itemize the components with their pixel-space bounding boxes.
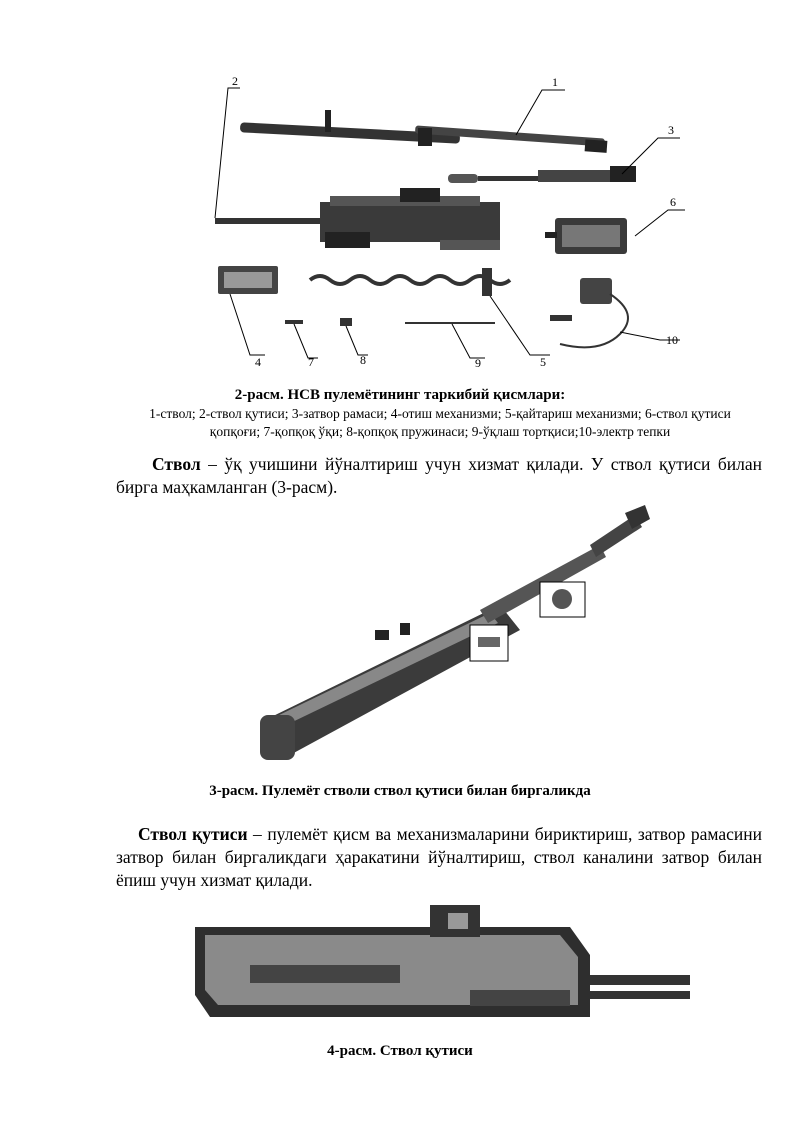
figure-4-receiver	[195, 905, 690, 1017]
figure-3-title: 3-расм. Пулемёт стволи ствол қутиси била…	[209, 783, 591, 799]
inset-detail-1	[539, 581, 586, 618]
callout-10: 10	[666, 333, 678, 347]
part-bolt-carrier	[448, 166, 636, 183]
paragraph-receiver-text: – пулемёт қисм ва механизмаларини бирикт…	[116, 824, 762, 890]
term-receiver: Ствол қутиси	[138, 824, 248, 844]
part-barrel	[240, 110, 608, 153]
part-cover-spring	[340, 318, 352, 326]
paragraph-receiver: Ствол қутиси – пулемёт қисм ва механизма…	[116, 823, 762, 892]
figure-2-title: 2-расм. НСВ пулемётининг таркибий қисмла…	[234, 387, 566, 403]
callout-8: 8	[360, 353, 366, 367]
figure-3-barrel-receiver	[260, 505, 650, 760]
part-receiver	[215, 188, 500, 250]
part-recoil-spring	[308, 268, 512, 296]
callout-7: 7	[308, 355, 314, 369]
callout-6: 6	[670, 195, 676, 209]
barrel-assembly	[260, 505, 650, 760]
paragraph-barrel-text: – ўқ учишини йўналтириш учун хизмат қила…	[116, 454, 762, 497]
callout-4: 4	[255, 355, 261, 369]
callout-lines	[214, 87, 685, 359]
callout-9: 9	[475, 356, 481, 370]
part-cover-pin	[285, 320, 303, 324]
part-firing-mechanism	[218, 266, 278, 294]
callout-1: 1	[552, 75, 558, 89]
callout-3: 3	[668, 123, 674, 137]
figure-2-parts-diagram: 1 2 3 4 5 6 7 8 9 10	[214, 74, 685, 370]
figure-2-legend: 1-ствол; 2-ствол қутиси; 3-затвор рамаси…	[110, 405, 770, 441]
figure-4-title: 4-расм. Ствол қутиси	[327, 1043, 473, 1059]
receiver-body	[195, 905, 690, 1017]
part-receiver-cover	[545, 218, 627, 254]
part-charging-rod	[405, 322, 495, 324]
term-barrel: Ствол	[152, 454, 201, 474]
inset-detail-2	[469, 624, 509, 662]
part-electric-trigger	[550, 278, 629, 349]
paragraph-barrel: Ствол – ўқ учишини йўналтириш учун хизма…	[116, 453, 762, 499]
figure-2-legend-line-2: қопқоғи; 7-қопқоқ ўқи; 8-қопқоқ пружинас…	[209, 424, 671, 439]
callout-5: 5	[540, 355, 546, 369]
figure-2-legend-line-1: 1-ствол; 2-ствол қутиси; 3-затвор рамаси…	[149, 406, 731, 421]
callout-2: 2	[232, 74, 238, 88]
